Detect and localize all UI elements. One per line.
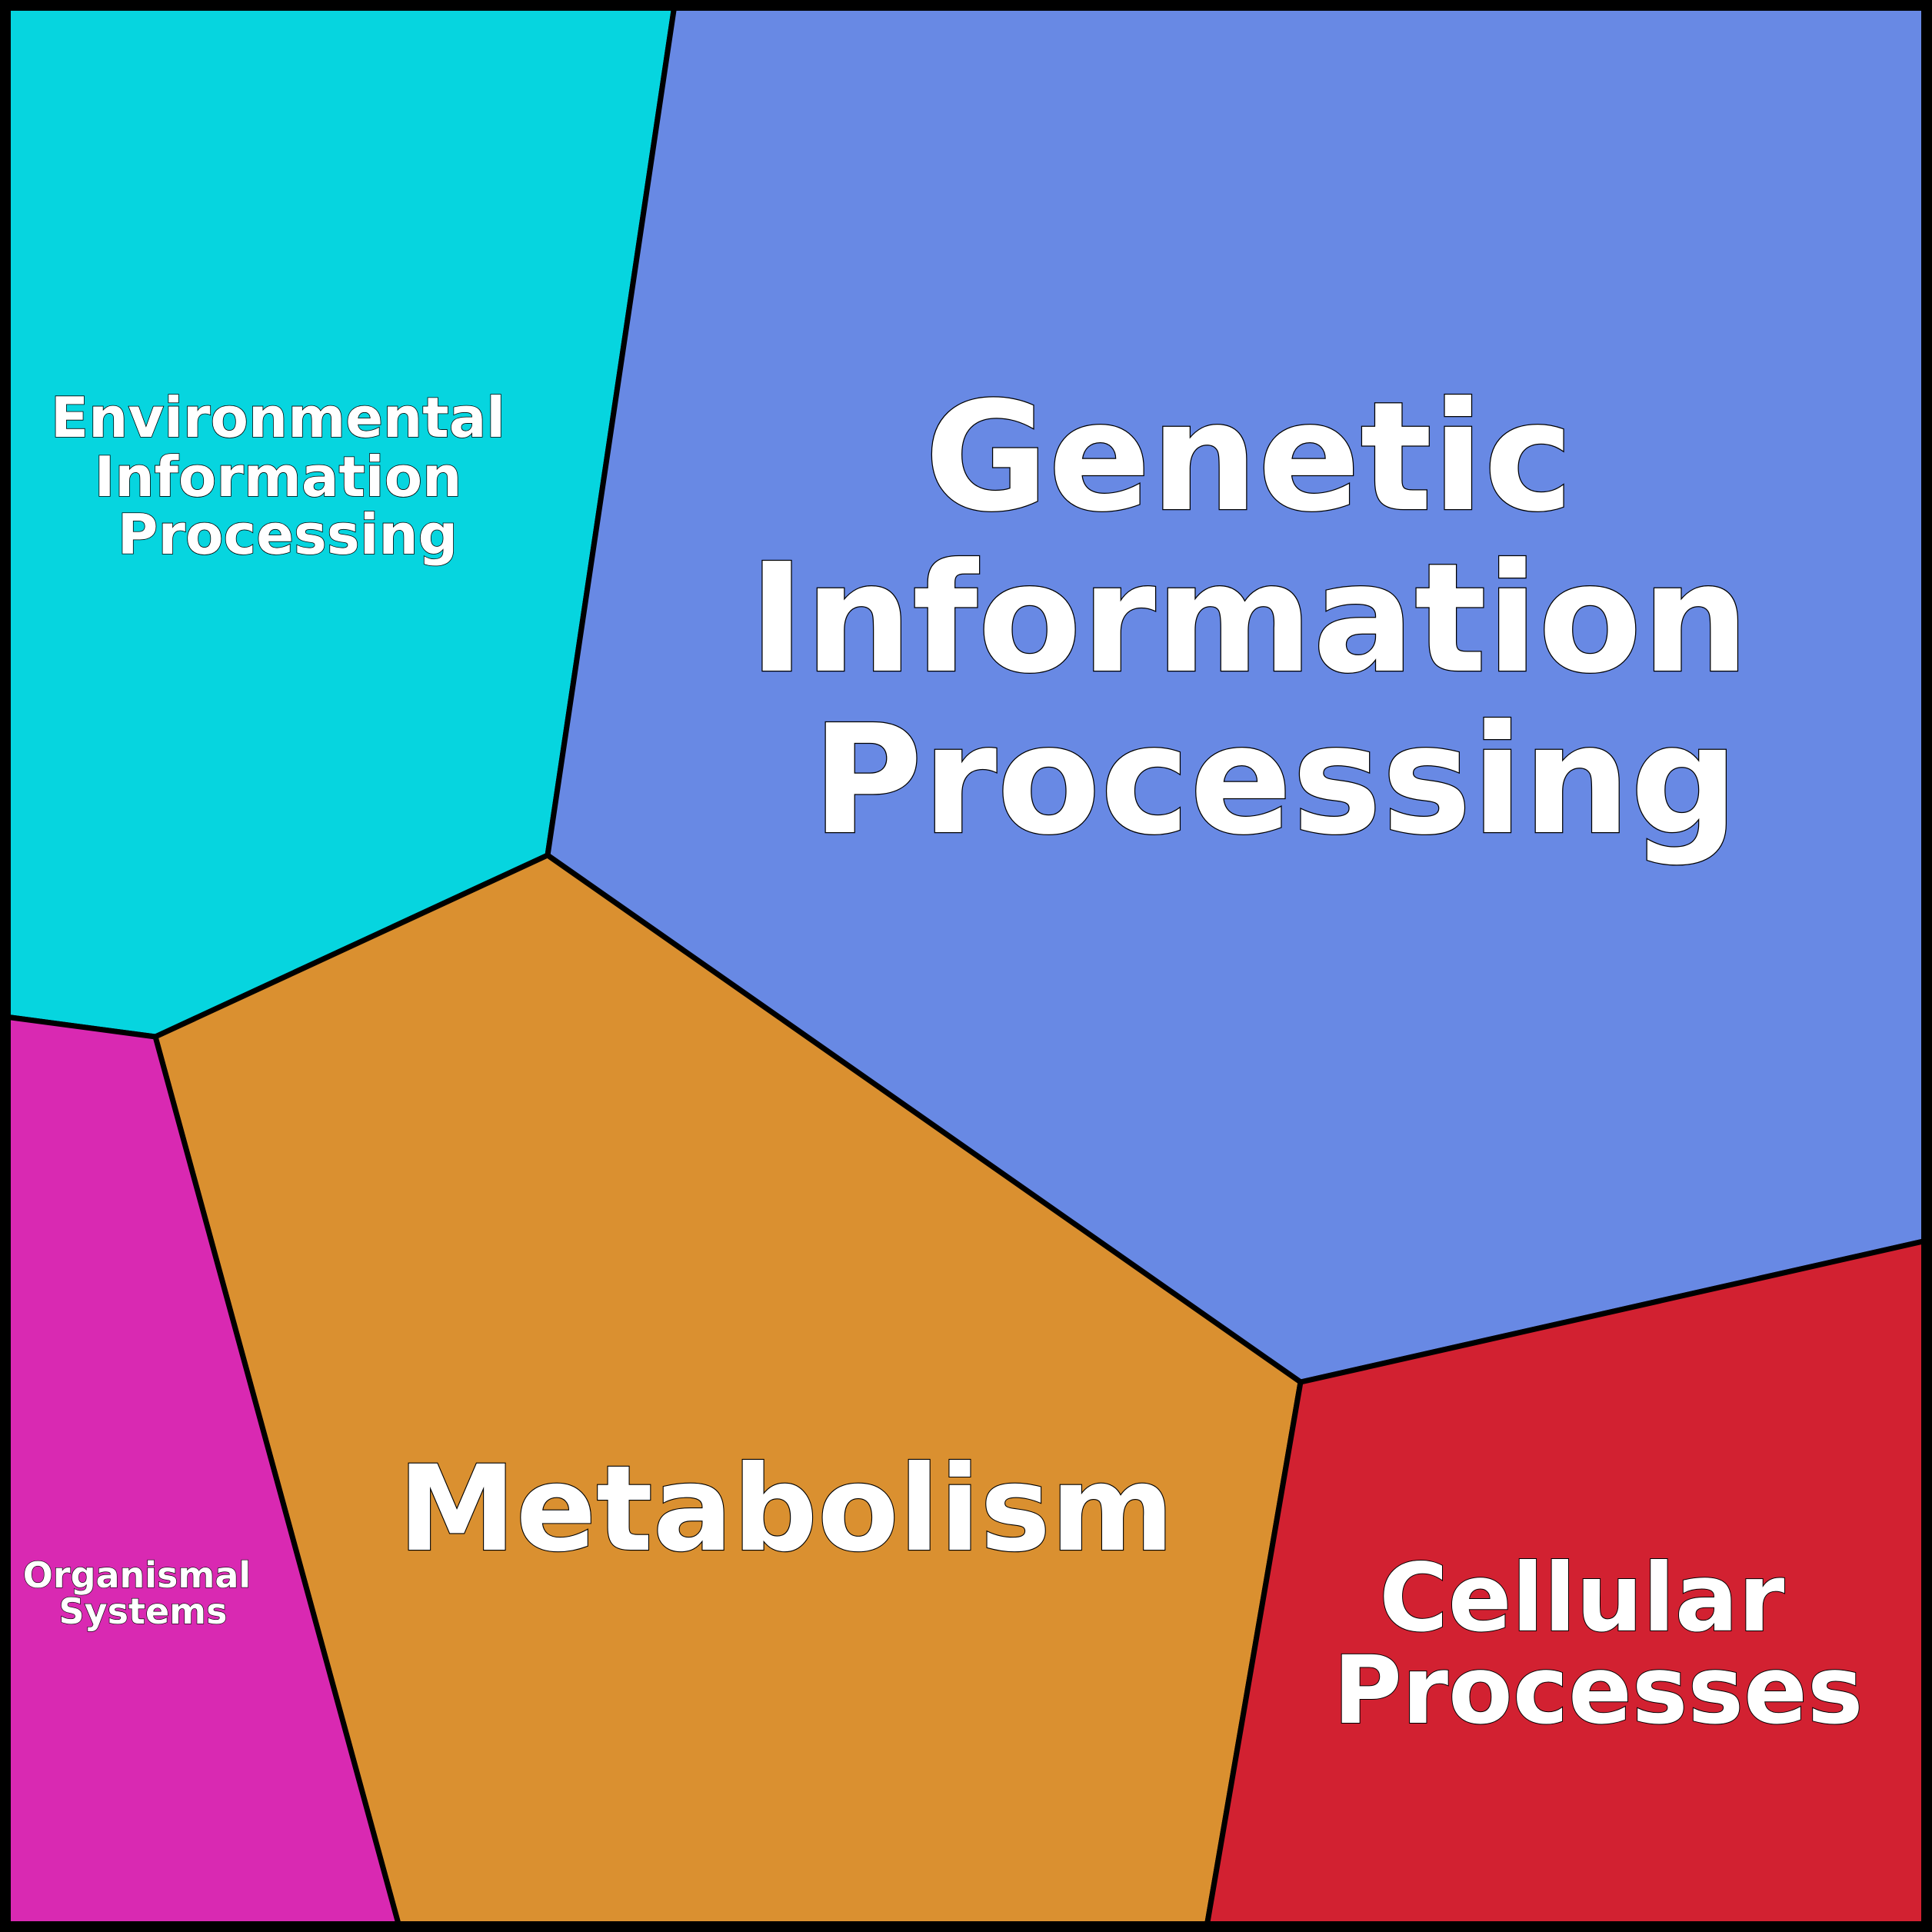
label-genetic-information-processing: Genetic Information Processing: [749, 370, 1802, 868]
label-line: Environmental: [51, 385, 505, 450]
label-organismal-systems: Organismal Systems: [23, 1554, 263, 1632]
label-line: Information: [749, 531, 1750, 707]
label-metabolism: Metabolism: [398, 1441, 1174, 1578]
label-line: Metabolism: [398, 1441, 1174, 1578]
label-line: Information: [95, 445, 462, 509]
label-line: Cellular: [1379, 1544, 1784, 1653]
label-line: Organismal: [23, 1554, 251, 1596]
label-cellular-processes: Cellular Processes: [1333, 1544, 1863, 1745]
label-line: Systems: [59, 1591, 228, 1632]
label-environmental-information-processing: Environmental Information Processing: [51, 385, 525, 567]
label-line: Genetic: [924, 370, 1573, 545]
label-line: Processes: [1333, 1636, 1863, 1745]
label-line: Processing: [118, 502, 458, 567]
label-line: Processing: [812, 693, 1738, 868]
